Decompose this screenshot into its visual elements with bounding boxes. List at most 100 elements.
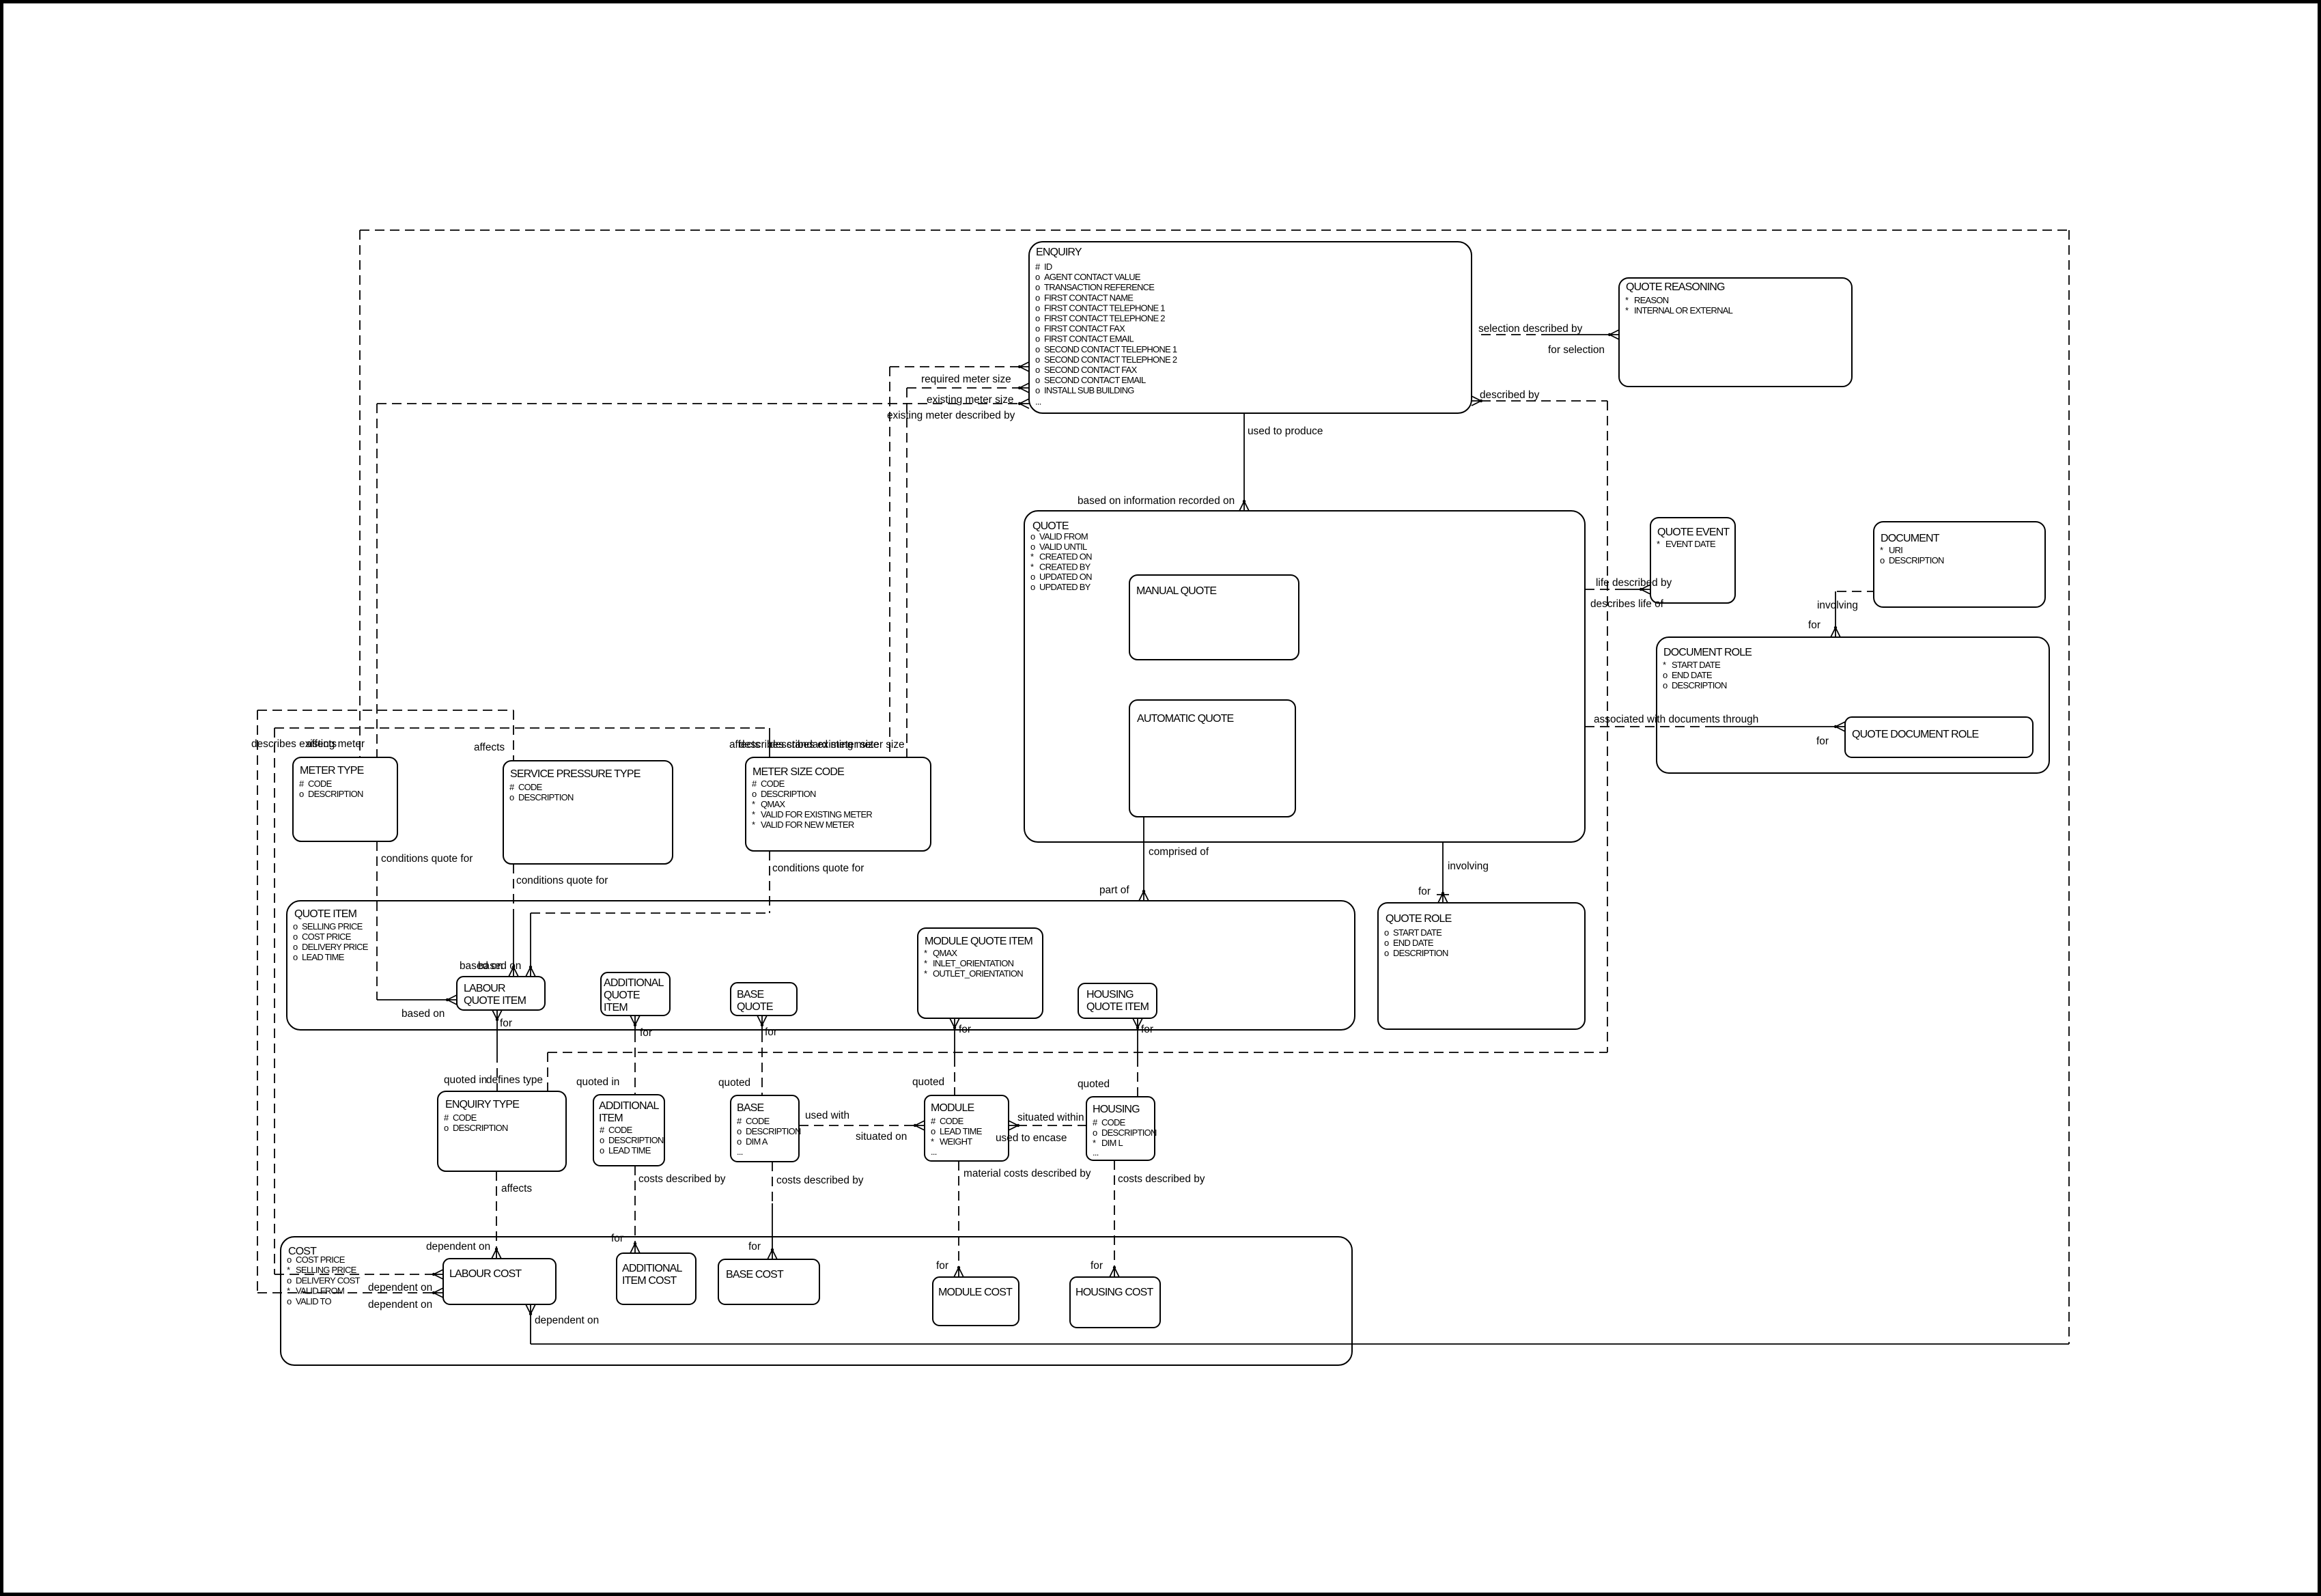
svg-text:FIRST CONTACT TELEPHONE 1: FIRST CONTACT TELEPHONE 1 [1044, 303, 1165, 313]
svg-text:o: o [931, 1126, 936, 1136]
svg-text:o: o [1880, 555, 1885, 565]
svg-text:...: ... [1093, 1147, 1099, 1158]
svg-text:for: for [936, 1260, 948, 1272]
svg-text:for: for [748, 1241, 761, 1252]
svg-text:conditions quote for: conditions quote for [772, 863, 864, 874]
svg-text:used with: used with [805, 1110, 849, 1121]
svg-text:QUOTE ITEM: QUOTE ITEM [1086, 1001, 1149, 1013]
svg-text:SELLING PRICE: SELLING PRICE [302, 921, 363, 932]
svg-text:AUTOMATIC QUOTE: AUTOMATIC QUOTE [1137, 713, 1234, 725]
svg-text:*: * [924, 958, 927, 968]
svg-text:QUOTE ITEM: QUOTE ITEM [294, 908, 357, 920]
svg-text:o: o [287, 1296, 292, 1306]
svg-text:DELIVERY PRICE: DELIVERY PRICE [302, 942, 369, 952]
svg-text:#: # [752, 779, 757, 789]
svg-text:o: o [1035, 292, 1040, 303]
svg-text:ADDITIONAL: ADDITIONAL [599, 1100, 659, 1112]
svg-text:describes existing meter: describes existing meter [251, 738, 365, 750]
svg-text:FIRST CONTACT TELEPHONE 2: FIRST CONTACT TELEPHONE 2 [1044, 313, 1165, 324]
svg-text:ITEM: ITEM [599, 1112, 623, 1124]
svg-text:LEAD TIME: LEAD TIME [302, 952, 345, 962]
svg-text:BASE COST: BASE COST [726, 1269, 784, 1280]
svg-text:METER SIZE CODE: METER SIZE CODE [752, 766, 844, 778]
svg-text:used to encase: used to encase [996, 1132, 1067, 1144]
svg-text:DIM A: DIM A [746, 1136, 768, 1147]
svg-text:ITEM: ITEM [604, 1002, 628, 1013]
svg-text:CODE: CODE [1101, 1117, 1126, 1128]
svg-text:SECOND CONTACT FAX: SECOND CONTACT FAX [1044, 365, 1138, 375]
svg-text:o: o [1030, 531, 1035, 542]
svg-text:o: o [287, 1255, 292, 1265]
svg-text:LEAD TIME: LEAD TIME [940, 1126, 983, 1136]
svg-text:material costs described by: material costs described by [963, 1168, 1091, 1179]
svg-text:QMAX: QMAX [933, 948, 957, 958]
svg-text:#: # [600, 1125, 605, 1135]
svg-text:*: * [287, 1265, 290, 1275]
svg-text:o: o [444, 1123, 449, 1133]
svg-text:CODE: CODE [453, 1112, 477, 1123]
svg-text:o: o [1035, 334, 1040, 344]
svg-text:DESCRIPTION: DESCRIPTION [1393, 948, 1448, 958]
svg-text:o: o [752, 789, 757, 799]
svg-text:*: * [1880, 545, 1883, 555]
svg-text:OUTLET_ORIENTATION: OUTLET_ORIENTATION [933, 968, 1023, 979]
svg-text:SERVICE PRESSURE TYPE: SERVICE PRESSURE TYPE [510, 768, 641, 780]
svg-text:o: o [1035, 375, 1040, 385]
svg-text:o: o [293, 921, 298, 932]
svg-text:CODE: CODE [518, 782, 543, 792]
svg-text:VALID UNTIL: VALID UNTIL [1039, 542, 1087, 552]
svg-text:QUOTE DOCUMENT ROLE: QUOTE DOCUMENT ROLE [1852, 729, 1979, 740]
svg-text:quoted: quoted [912, 1076, 944, 1088]
svg-text:ITEM COST: ITEM COST [622, 1275, 677, 1287]
svg-text:existing meter described by: existing meter described by [887, 410, 1015, 421]
svg-text:o: o [293, 952, 298, 962]
svg-text:dependent on: dependent on [426, 1241, 490, 1252]
svg-text:INLET_ORIENTATION: INLET_ORIENTATION [933, 958, 1014, 968]
svg-text:dependent on: dependent on [368, 1299, 432, 1311]
svg-text:DESCRIPTION: DESCRIPTION [746, 1126, 801, 1136]
svg-text:o: o [1035, 365, 1040, 375]
svg-text:MODULE QUOTE ITEM: MODULE QUOTE ITEM [925, 936, 1033, 947]
svg-text:*: * [752, 799, 755, 809]
svg-text:o: o [1663, 680, 1668, 690]
svg-text:CODE: CODE [940, 1116, 964, 1126]
svg-text:#: # [299, 779, 305, 789]
svg-text:*: * [924, 948, 927, 958]
svg-text:o: o [293, 932, 298, 942]
svg-text:o: o [299, 789, 304, 799]
svg-text:REASON: REASON [1634, 295, 1669, 305]
svg-text:END DATE: END DATE [1672, 670, 1713, 680]
svg-text:for: for [640, 1027, 652, 1039]
svg-text:WEIGHT: WEIGHT [940, 1136, 972, 1147]
svg-text:costs described by: costs described by [776, 1175, 864, 1186]
svg-text:VALID FOR EXISTING METER: VALID FOR EXISTING METER [761, 809, 872, 820]
svg-text:INTERNAL OR EXTERNAL: INTERNAL OR EXTERNAL [1634, 305, 1733, 316]
svg-text:...: ... [1035, 396, 1041, 406]
svg-text:o: o [1035, 303, 1040, 313]
svg-text:VALID FROM: VALID FROM [296, 1286, 344, 1296]
svg-text:affects: affects [501, 1183, 532, 1194]
svg-text:DIM L: DIM L [1101, 1138, 1123, 1148]
svg-text:*: * [752, 809, 755, 820]
svg-text:DESCRIPTION: DESCRIPTION [608, 1135, 664, 1145]
svg-text:CREATED BY: CREATED BY [1039, 561, 1091, 572]
svg-text:o: o [1030, 572, 1035, 582]
svg-text:for: for [959, 1024, 971, 1035]
svg-text:VALID FOR NEW METER: VALID FOR NEW METER [761, 820, 854, 830]
svg-text:*: * [1625, 295, 1629, 305]
svg-text:o: o [1035, 344, 1040, 354]
svg-text:#: # [1035, 262, 1041, 272]
svg-text:required meter size: required meter size [921, 374, 1011, 385]
svg-text:o: o [1035, 354, 1040, 365]
svg-text:HOUSING COST: HOUSING COST [1075, 1287, 1153, 1298]
svg-text:dependent on: dependent on [368, 1282, 432, 1293]
svg-text:o: o [600, 1135, 604, 1145]
svg-text:involving: involving [1448, 860, 1489, 872]
svg-text:o: o [600, 1145, 604, 1156]
svg-text:o: o [1384, 948, 1389, 958]
svg-text:based on information recorded: based on information recorded on [1078, 495, 1235, 507]
svg-text:for: for [1091, 1260, 1103, 1272]
svg-text:INSTALL SUB BUILDING: INSTALL SUB BUILDING [1044, 385, 1134, 395]
svg-text:FIRST CONTACT FAX: FIRST CONTACT FAX [1044, 324, 1125, 334]
svg-text:CODE: CODE [746, 1116, 770, 1126]
